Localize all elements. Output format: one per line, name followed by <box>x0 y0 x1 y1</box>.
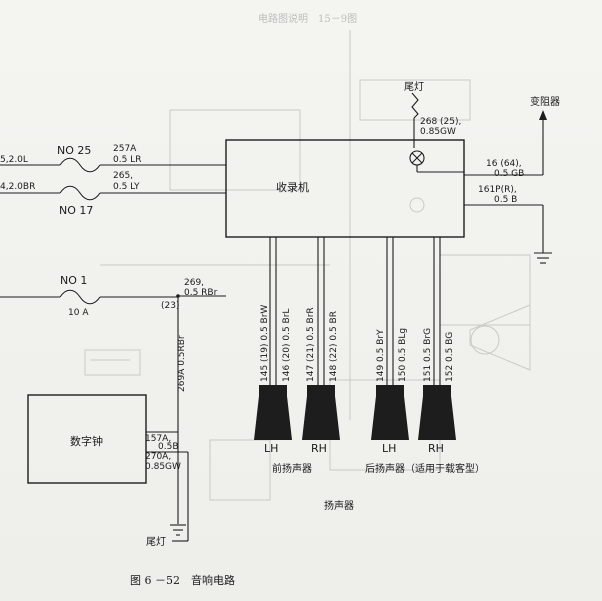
wire-257a-spec: 0.5 LR <box>113 155 141 165</box>
wire-148-label: 148 (22) 0.5 BR <box>329 311 339 382</box>
wire-label-4: 4,2.0BR <box>0 182 35 192</box>
wire-157a-spec: 0.5B <box>158 442 179 452</box>
fuse-no17-label: NO 17 <box>59 204 93 217</box>
wire-257a-id: 257A <box>113 144 137 154</box>
wire-16-spec: 0.5 GB <box>494 169 524 179</box>
figure-caption: 图 6 －52 音响电路 <box>130 573 235 587</box>
wire-270a-spec: 0.85GW <box>145 462 181 472</box>
tail-light-top-label: 尾灯 <box>404 81 424 93</box>
speaker-rear-rh-label: RH <box>428 442 444 455</box>
digital-clock: 数字钟 157A, 0.5B 270A, 0.85GW <box>27 394 189 525</box>
radio-unit: 收录机 <box>225 139 465 238</box>
wire-149-label: 149 0.5 BrY <box>376 329 386 382</box>
faded-heading: 电路图说明 15－9图 <box>258 12 357 25</box>
speaker-label: 扬声器 <box>324 499 354 512</box>
fuse-no25-icon <box>59 157 101 173</box>
wire-151-label: 151 0.5 BrG <box>423 328 433 382</box>
digital-clock-label: 数字钟 <box>70 434 103 448</box>
wire-269a-label: 269A 0.5RBr <box>177 335 187 392</box>
arrow-up-icon <box>539 110 547 120</box>
wire-150-label: 150 0.5 BLg <box>398 328 408 382</box>
speaker-icon <box>418 396 456 440</box>
speaker-icon <box>302 396 340 440</box>
fuse-no1-icon <box>59 289 101 305</box>
fuse-no1-circuit: NO 1 10 A 269, 0.5 RBr (23) 269A 0.5RBr <box>0 274 226 432</box>
speaker-wires: 145 (19) 0.5 BrW 146 (20) 0.5 BrL 147 (2… <box>260 237 455 385</box>
bottom-ground: 尾灯 <box>146 524 189 548</box>
wire-23-label: (23) <box>161 301 179 311</box>
wire-147-label: 147 (21) 0.5 BrR <box>306 307 316 382</box>
wire-269-spec: 0.5 RBr <box>184 288 218 298</box>
fuse-no17-circuit: NO 17 4,2.0BR 265, 0.5 LY <box>0 171 226 217</box>
fuse-no25-label: NO 25 <box>57 144 91 157</box>
wire-161p-id: 161P(R), <box>478 185 517 195</box>
speaker-rear-lh: LH <box>371 385 409 455</box>
wire-label-5: 5,2.0L <box>0 155 28 165</box>
wire-268-id: 268 (25), <box>420 117 461 127</box>
wire-157a-id: 157A, <box>145 434 171 444</box>
speaker-rear-rh: RH <box>418 385 456 455</box>
ground-circuit: 161P(R), 0.5 B <box>464 185 552 264</box>
wire-161p-spec: 0.5 B <box>494 195 517 205</box>
wire-152-label: 152 0.5 BG <box>445 332 455 382</box>
ground-icon <box>534 252 552 264</box>
wire-270a-id: 270A, <box>145 452 171 462</box>
wire-268-spec: 0.85GW <box>420 127 456 137</box>
speaker-front-lh-label: LH <box>264 442 278 455</box>
rear-speakers-label: 后扬声器（适用于载客型） <box>365 462 485 475</box>
fuse-no25-circuit: NO 25 5,2.0L 257A 0.5 LR <box>0 144 226 173</box>
speaker-front-rh-label: RH <box>311 442 327 455</box>
speaker-icon <box>254 396 292 440</box>
wire-265-id: 265, <box>113 171 133 181</box>
fuse-no17-icon <box>59 185 101 201</box>
speaker-front-rh: RH <box>302 385 340 455</box>
wire-16-id: 16 (64), <box>486 159 522 169</box>
fuse-no1-label: NO 1 <box>60 274 87 287</box>
wire-145-label: 145 (19) 0.5 BrW <box>260 305 270 382</box>
wire-265-spec: 0.5 LY <box>113 182 140 192</box>
ground-icon <box>170 524 186 536</box>
front-speakers-label: 前扬声器 <box>272 462 312 475</box>
speaker-icon <box>371 396 409 440</box>
fuse-no1-rating: 10 A <box>68 308 89 318</box>
speaker-front-lh: LH <box>254 385 292 455</box>
tail-light-top: 尾灯 268 (25), 0.85GW <box>404 81 464 213</box>
rheostat-label: 变阻器 <box>530 95 560 108</box>
wire-269-id: 269, <box>184 278 204 288</box>
tail-light-bottom-label: 尾灯 <box>146 536 166 548</box>
wire-146-label: 146 (20) 0.5 BrL <box>282 309 292 382</box>
rheostat-circuit: 变阻器 16 (64), 0.5 GB <box>464 95 560 179</box>
radio-unit-label: 收录机 <box>276 180 309 194</box>
speaker-rear-lh-label: LH <box>382 442 396 455</box>
background-showthrough: 电路图说明 15－9图 <box>84 12 531 501</box>
